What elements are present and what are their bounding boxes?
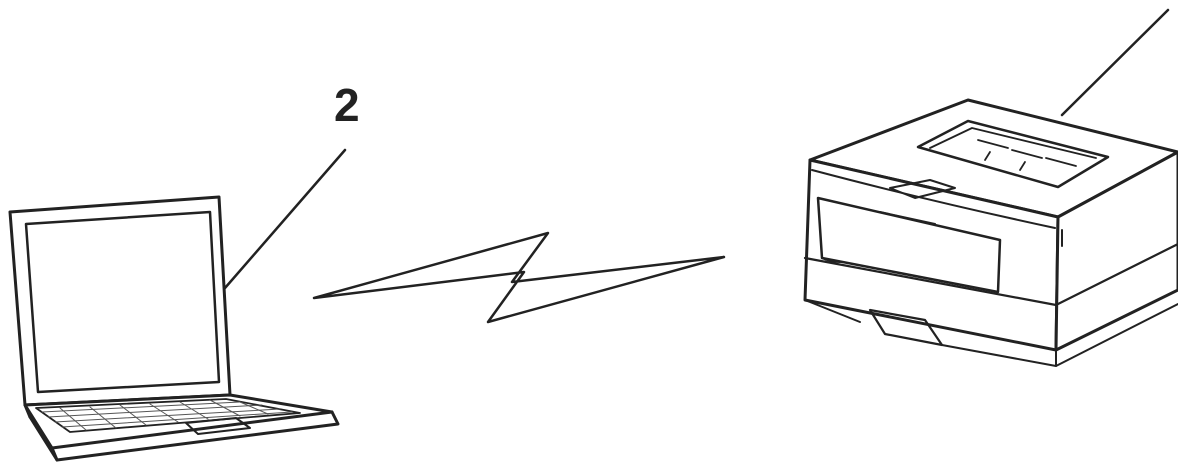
laptop-icon bbox=[10, 197, 338, 460]
callout-leader-2 bbox=[225, 150, 345, 288]
callout-label-2: 2 bbox=[334, 82, 360, 128]
printer-icon bbox=[805, 100, 1178, 366]
callout-leader-printer bbox=[1062, 10, 1168, 115]
lightning-bolt-icon bbox=[314, 233, 724, 322]
laptop-lid bbox=[10, 197, 230, 405]
